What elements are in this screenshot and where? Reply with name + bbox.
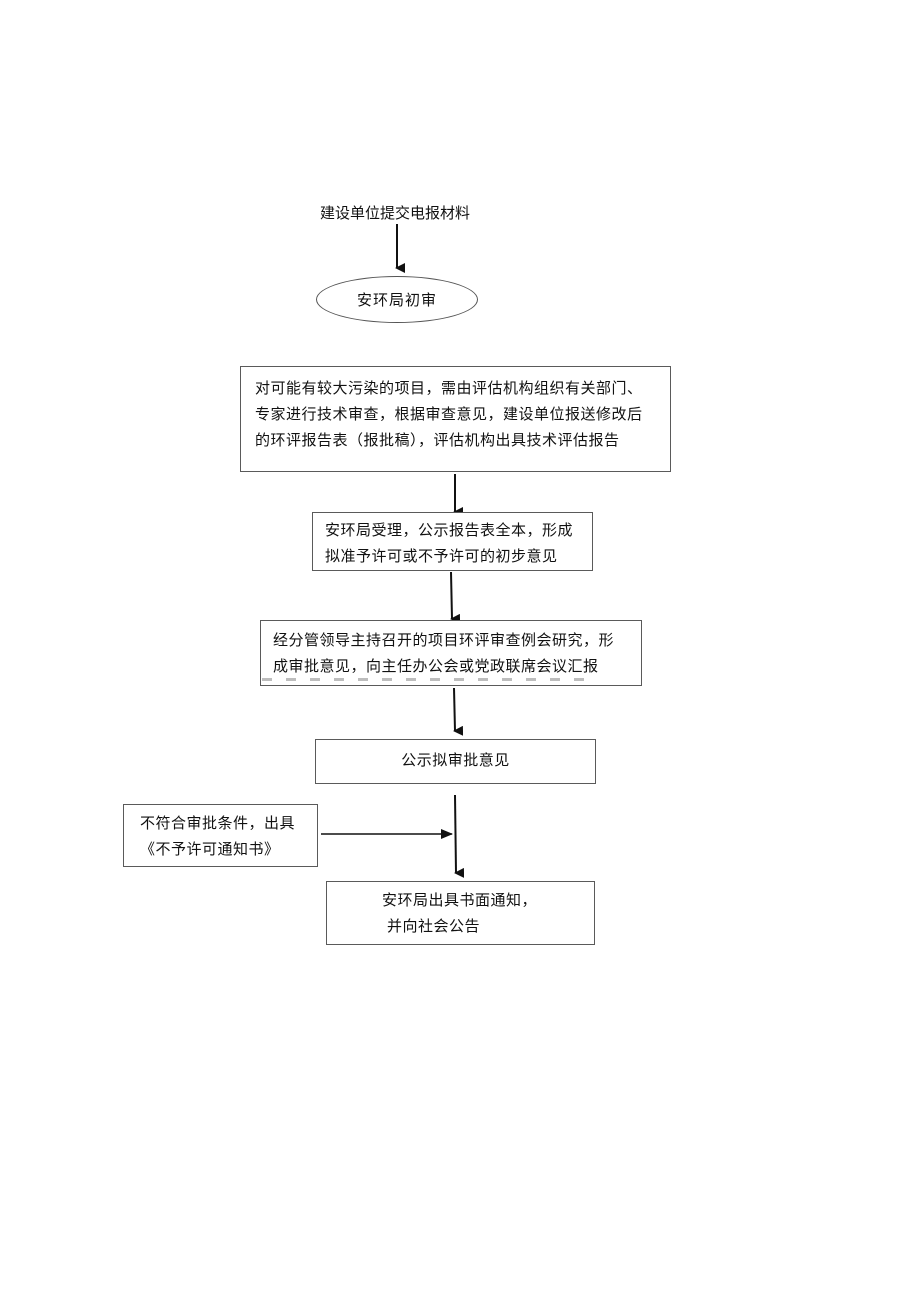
final-notice-box: 安环局出具书面通知， 并向社会公告 [326,881,595,945]
technical-review-line-1: 对可能有较大污染的项目，需由评估机构组织有关部门、 [255,379,643,397]
initial-review-node: 安环局初审 [316,276,478,323]
final-notice-line-1: 安环局出具书面通知， [382,891,538,909]
reject-box: 不符合审批条件，出具 《不予许可通知书》 [123,804,318,867]
arrow-step5-to-final [454,794,465,878]
acceptance-box: 安环局受理，公示报告表全本，形成 拟准予许可或不予许可的初步意见 [312,512,593,571]
final-notice-line-2: 并向社会公告 [387,917,481,935]
technical-review-line-3: 的环评报告表（报批稿），评估机构出具技术评估报告 [255,431,620,449]
review-meeting-line-1: 经分管领导主持召开的项目环评审查例会研究，形 [273,631,615,649]
publicity-box: 公示拟审批意见 [315,739,596,784]
technical-review-box: 对可能有较大污染的项目，需由评估机构组织有关部门、 专家进行技术审查，根据审查意… [240,366,671,472]
review-meeting-line-2: 成审批意见，向主任办公会或党政联席会议汇报 [273,657,599,675]
reject-line-1: 不符合审批条件，出具 [140,814,296,832]
arrow-step4-to-step5 [453,687,464,736]
initial-review-label: 安环局初审 [356,291,437,309]
start-label: 建设单位提交电报材料 [320,204,471,222]
technical-review-line-2: 专家进行技术审查，根据审查意见，建设单位报送修改后 [255,405,643,423]
acceptance-line-2: 拟准予许可或不予许可的初步意见 [325,547,558,565]
acceptance-line-1: 安环局受理，公示报告表全本，形成 [325,521,574,539]
arrow-step3-to-step4 [450,571,461,624]
reject-line-2: 《不予许可通知书》 [140,840,280,858]
publicity-label: 公示拟审批意见 [401,751,510,769]
review-meeting-box: 经分管领导主持召开的项目环评审查例会研究，形 成审批意见，向主任办公会或党政联席… [260,620,642,686]
truncated-text-row [262,676,638,684]
